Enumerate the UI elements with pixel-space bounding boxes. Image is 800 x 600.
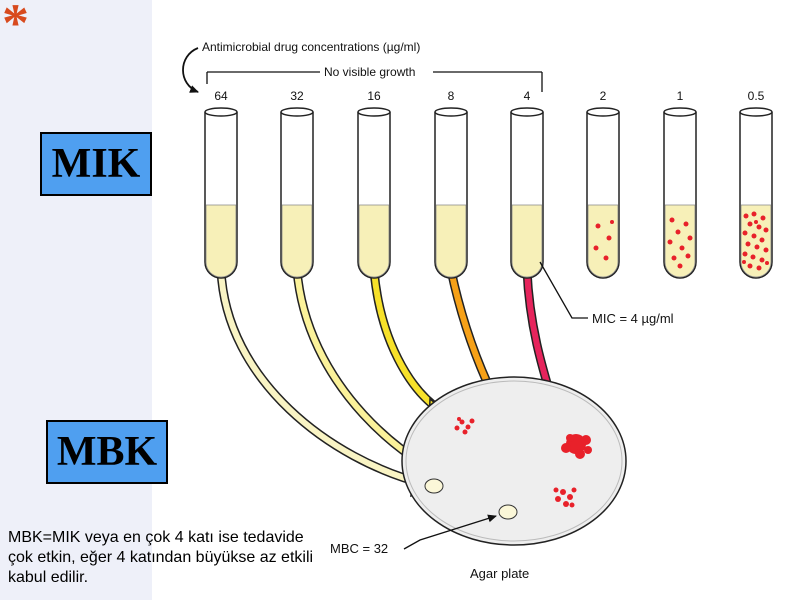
tube-32 [280,107,314,279]
mic-pointer-line [539,261,588,319]
conc-label-8: 8 [448,89,455,103]
conc-label-32: 32 [290,89,304,103]
plate-spot-64 [424,478,444,494]
tube-2 [586,107,620,279]
no-growth-text: No visible growth [324,65,415,79]
mbk-label-box: MBK [46,420,168,484]
mbc-label: MBC = 32 [330,541,388,556]
tube-0.5-colonies [742,211,769,271]
asterisk-bullet: * [2,0,29,53]
agar-plate-label: Agar plate [470,566,529,581]
conc-label-2: 2 [600,89,607,103]
tube-4 [510,107,544,279]
agar-plate [401,376,627,546]
arrow-tube-64-fill [218,267,428,487]
tube-8 [434,107,468,279]
tube-1 [663,107,697,279]
arrow-tube-16-fill [371,267,443,413]
conc-label-4: 4 [524,89,531,103]
mik-label-box: MIK [40,132,152,196]
plate-spot-4-growth [561,434,592,459]
agar-plate-inner-rim [405,380,623,542]
left-panel [0,0,152,600]
mic-label: MIC = 4 µg/ml [592,311,674,326]
caption-text: MBK=MIK veya en çok 4 katı ise tedavide … [8,529,314,586]
tube-0.5 [739,107,773,279]
tube-16 [357,107,391,279]
tube-64 [204,107,238,279]
plate-spot-32 [498,504,518,520]
header-text: Antimicrobial drug concentrations (µg/ml… [202,40,420,54]
conc-label-1: 1 [677,89,684,103]
plate-spot-16-colonies [454,417,475,435]
mbc-pointer-line [403,514,497,550]
arrow-tube-16 [369,265,445,415]
header-curved-arrow [182,47,199,93]
plate-spot-8-colonies [553,487,577,508]
tube-1-colonies [667,217,693,269]
conc-label-0.5: 0.5 [748,89,765,103]
conc-label-16: 16 [367,89,381,103]
tube-2-colonies [593,220,614,261]
conc-label-64: 64 [214,89,228,103]
arrow-tube-64 [216,265,430,489]
